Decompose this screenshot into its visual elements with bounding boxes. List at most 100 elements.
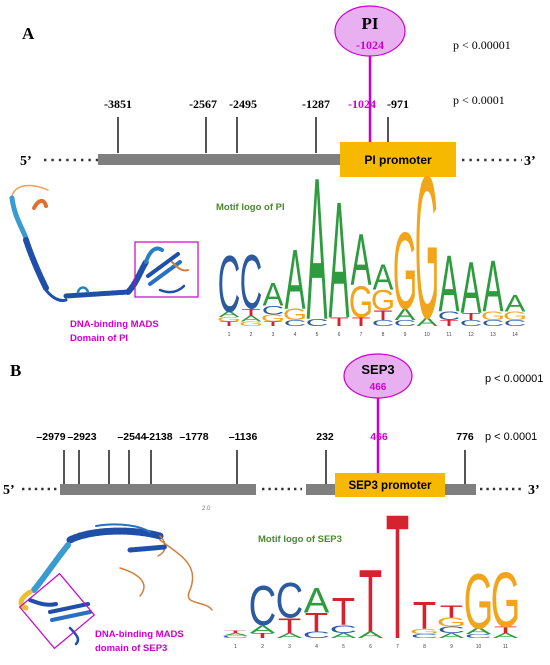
pi-logo-position-label: 12 — [468, 332, 474, 338]
pi-position-label: -2567 — [189, 97, 217, 111]
pi-logo-letter-C: C — [240, 240, 263, 325]
sep3-logo-letter-T: T — [440, 602, 463, 622]
pi-logo-position-label: 6 — [338, 332, 341, 338]
pi-logo-position-label: 9 — [404, 332, 407, 338]
sep3-logo-letter-T: T — [332, 591, 355, 634]
panel-a-letter: A — [22, 24, 35, 43]
sep3-logo-letter-T: T — [278, 614, 301, 638]
sep3-logo-position-label: 3 — [288, 644, 291, 650]
pi-five-prime: 5’ — [20, 154, 32, 169]
pi-logo-letter-G: G — [349, 278, 373, 328]
pi-logo-letter-G: G — [481, 310, 505, 323]
pi-logo-letter-C: C — [438, 310, 460, 323]
pi-p-value-high: p < 0.00001 — [453, 38, 511, 52]
pi-position-label-highlight: -1024 — [348, 97, 376, 111]
sep3-logo-position-label: 8 — [423, 644, 426, 650]
pi-logo-position-label: 7 — [360, 332, 363, 338]
pi-tf-name: PI — [362, 14, 379, 33]
pi-logo-letter-G: G — [393, 211, 417, 333]
pi-position-label: -1287 — [302, 97, 330, 111]
pi-logo-position-label: 10 — [424, 332, 430, 338]
pi-tf-site: -1024 — [356, 38, 384, 52]
sep3-position-label: –2138 — [143, 431, 172, 443]
pi-three-prime: 3’ — [524, 154, 536, 169]
sep3-promoter-box — [335, 473, 445, 497]
pi-logo-letter-G: G — [503, 310, 527, 323]
pi-motif-title: Motif logo of PI — [216, 202, 285, 213]
pi-promoter-bar — [98, 154, 340, 165]
sep3-structure-note: 2.0 — [202, 506, 211, 512]
sep3-position-label: –1136 — [229, 431, 258, 443]
pi-logo-letter-A: A — [329, 169, 350, 354]
pi-logo-letter-C: C — [218, 239, 241, 330]
sep3-logo-letter-G: G — [464, 558, 494, 646]
sep3-logo-letter-T: T — [251, 632, 275, 640]
sep3-p-value-high: p < 0.00001 — [485, 373, 543, 385]
pi-logo-letter-A: A — [461, 247, 482, 329]
sep3-logo-position-label: 11 — [503, 644, 508, 650]
sep3-tf-site: 466 — [370, 382, 387, 393]
pi-logo-letter-G: G — [415, 134, 439, 360]
sep3-logo-letter-G: G — [437, 616, 467, 630]
pi-logo-letter-A: A — [241, 314, 263, 323]
sep3-logo-position-label: 10 — [476, 644, 482, 650]
sep3-logo-letter-A: A — [493, 632, 519, 640]
sep3-promoter-label: SEP3 promoter — [348, 480, 432, 492]
pi-domain-label-text: Domain of PI — [70, 333, 128, 344]
sep3-logo-letter-C: C — [222, 635, 250, 639]
sep3-logo-letter-T: T — [359, 552, 382, 651]
sep3-bar-segment-1 — [60, 484, 256, 495]
sep3-position-label: –2979 — [36, 431, 65, 443]
sep3-logo-letter-G: G — [491, 557, 521, 645]
sep3-logo-letter-A: A — [304, 581, 330, 620]
pi-logo-letter-A: A — [417, 316, 438, 329]
sep3-logo-position-label: 5 — [342, 644, 345, 650]
sep3-logo-letter-T: T — [305, 607, 328, 637]
pi-logo-position-label: 3 — [272, 332, 275, 338]
sep3-tf-name: SEP3 — [361, 362, 394, 377]
sep3-domain-label-line2: domain of SEP3 — [95, 643, 167, 654]
pi-logo-position-label: 1 — [228, 332, 231, 338]
pi-logo-letter-A: A — [263, 276, 285, 313]
pi-logo-position-label: 14 — [512, 332, 518, 338]
pi-logo-letter-C: C — [262, 304, 284, 317]
pi-logo-position-label: 4 — [294, 332, 297, 338]
pi-logo-letter-C: C — [372, 319, 395, 328]
sep3-logo-letter-A: A — [466, 626, 492, 636]
sep3-logo-letter-T: T — [386, 479, 409, 665]
sep3-position-label: –1778 — [179, 431, 208, 443]
sep3-logo-letter-A: A — [331, 632, 357, 640]
sep3-logo-position-label: 2 — [261, 644, 264, 650]
sep3-logo-position-label: 7 — [396, 644, 399, 650]
sep3-motif-title: Motif logo of SEP3 — [258, 534, 342, 545]
pi-promoter-box — [340, 142, 456, 177]
pi-logo-letter-C: C — [504, 319, 527, 328]
pi-logo-letter-A: A — [285, 231, 306, 327]
pi-logo-letter-G: G — [283, 306, 307, 324]
sep3-five-prime: 5’ — [3, 483, 15, 498]
sep3-logo-letter-C: C — [438, 625, 466, 635]
pi-domain-highlight-box — [134, 241, 199, 298]
pi-logo-letter-G: G — [371, 285, 395, 316]
sep3-three-prime: 3’ — [528, 483, 540, 498]
sep3-position-label: –2923 — [67, 431, 96, 443]
sep3-p-value-low: p < 0.0001 — [485, 431, 537, 443]
sep3-domain-label-text: domain of SEP3 — [95, 643, 167, 654]
pi-logo-letter-C: C — [284, 319, 307, 328]
pi-domain-label-line2: Domain of PI — [70, 333, 128, 344]
pi-logo-letter-C: C — [482, 319, 505, 328]
pi-logo-letter-G: G — [261, 312, 285, 323]
pi-logo-letter-T: T — [351, 316, 370, 329]
pi-logo-letter-C: C — [306, 317, 329, 328]
sep3-logo-letter-T: T — [413, 595, 436, 638]
pi-promoter-label: PI promoter — [364, 153, 432, 167]
sep3-logo-position-label: 6 — [369, 644, 372, 650]
pi-logo-letter-T: T — [263, 321, 282, 328]
pi-logo-letter-T: T — [219, 321, 238, 328]
pi-logo-letter-A: A — [483, 245, 504, 327]
sep3-domain-label-text: DNA-binding MADS — [95, 629, 184, 640]
sep3-position-label-highlight: 466 — [370, 431, 388, 443]
